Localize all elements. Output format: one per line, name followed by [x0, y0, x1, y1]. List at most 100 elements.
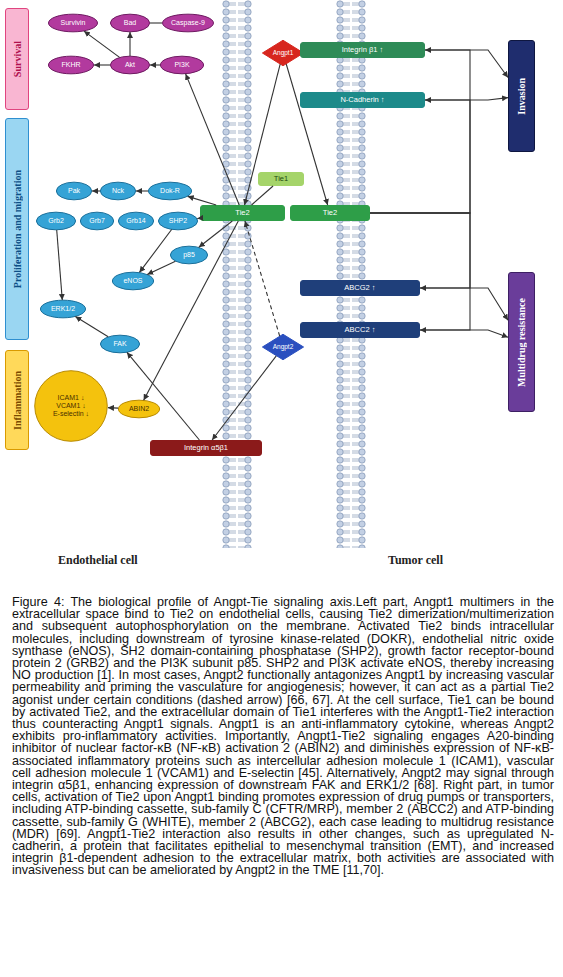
signal-arrow — [188, 196, 216, 205]
molecule-ellipse: ERK1/2 — [40, 300, 86, 318]
node-label: Grb14 — [126, 217, 145, 225]
signal-arrow — [57, 230, 63, 300]
node-label: FAK — [113, 340, 126, 348]
ellipse-shape — [170, 246, 207, 264]
ellipse-shape — [118, 212, 153, 230]
node-label: p85 — [183, 251, 195, 259]
signal-arrow — [370, 213, 470, 288]
cell-label: Endothelial cell — [58, 553, 138, 568]
ellipse-shape — [56, 182, 91, 200]
signal-arrow — [94, 64, 110, 65]
node-label: VCAM1 ↓ — [56, 402, 86, 410]
category-box: Survival — [5, 8, 29, 110]
ellipse-shape — [110, 14, 149, 32]
ellipse-shape — [100, 182, 135, 200]
node-label: Integrin β1 ↑ — [342, 46, 383, 54]
node-label: Tie2 — [235, 209, 249, 217]
ellipse-shape — [158, 212, 197, 230]
node-label: Survival — [12, 41, 23, 77]
ligand-diamond: Angpt1 — [262, 40, 304, 66]
molecule-ellipse: FKHR — [48, 56, 94, 74]
signal-arrow — [84, 31, 120, 57]
signal-arrow — [252, 186, 274, 205]
molecule-ellipse: Grb14 — [118, 212, 154, 230]
node-label: Tie2 — [323, 209, 337, 217]
signal-arrow — [136, 190, 148, 191]
figure-area: SurvivalProliferation and migrationInfla… — [0, 0, 563, 580]
molecule-ellipse: SHP2 — [158, 212, 198, 230]
molecule-ellipse: Grb7 — [80, 212, 114, 230]
ellipse-shape — [163, 14, 214, 32]
node-label: Grb7 — [89, 217, 105, 225]
signal-arrow — [420, 288, 508, 320]
ligand-diamond: Angpt2 — [262, 334, 304, 360]
transporter-bar: ABCC2 ↑ — [300, 322, 420, 338]
node-label: ABCG2 ↑ — [344, 284, 375, 292]
signal-arrow — [139, 230, 171, 273]
node-label: Inflammation — [12, 371, 23, 430]
node-label: Caspase-9 — [171, 19, 205, 27]
signal-arrow — [370, 100, 470, 213]
signal-arrow — [186, 74, 240, 205]
signal-arrow — [425, 50, 508, 77]
node-label: Grb2 — [48, 217, 64, 225]
cell-label: Tumor cell — [388, 553, 443, 568]
node-label: Nck — [112, 187, 124, 195]
molecule-ellipse: ABIN2 — [118, 400, 160, 418]
ellipse-shape — [160, 56, 203, 74]
node-label: PI3K — [174, 61, 189, 69]
ellipse-shape — [48, 56, 93, 74]
receptor-bar: Tie1 — [258, 172, 304, 186]
node-label: Bad — [124, 19, 136, 27]
molecule-ellipse: FAK — [100, 335, 140, 353]
node-label: Integrin α5β1 — [184, 444, 228, 452]
signal-arrow — [150, 64, 160, 65]
node-label: Angpt1 — [273, 49, 294, 56]
molecule-ellipse: Dok-R — [148, 182, 192, 200]
signal-arrow — [127, 352, 199, 440]
integrin-bar: Integrin β1 ↑ — [300, 42, 425, 58]
signal-arrow — [75, 317, 108, 337]
molecule-ellipse: eNOS — [112, 272, 154, 290]
ellipse-shape — [40, 300, 85, 318]
node-label: Angpt2 — [273, 343, 294, 350]
molecule-ellipse: p85 — [170, 246, 208, 264]
signal-arrow — [370, 50, 470, 213]
node-label: Multidrug resistance — [516, 298, 527, 387]
signal-arrow — [425, 98, 508, 100]
figure-caption: Figure 4: The biological profile of Angp… — [12, 596, 554, 877]
ellipse-shape — [110, 56, 149, 74]
node-label: SHP2 — [169, 217, 187, 225]
ellipse-shape — [49, 14, 98, 32]
node-label: E-selectin ↓ — [53, 410, 89, 418]
ellipse-shape — [100, 335, 139, 353]
node-label: ABIN2 — [129, 405, 149, 413]
signal-arrow — [92, 190, 100, 191]
node-label: Invasion — [516, 78, 527, 115]
node-label: Survivin — [61, 19, 86, 27]
diamond-shape — [262, 334, 303, 359]
node-label: Pak — [68, 187, 80, 195]
ellipse-shape — [35, 371, 108, 442]
category-box: Invasion — [508, 40, 535, 152]
molecule-ellipse: PI3K — [160, 56, 204, 74]
receptor-bar: Tie2 — [200, 205, 285, 221]
receptor-bar: Tie2 — [290, 205, 370, 221]
cadherin-bar: N-Cadherin ↑ — [300, 92, 425, 108]
node-label: ERK1/2 — [51, 305, 75, 313]
signal-arrow — [129, 32, 130, 56]
diamond-shape — [262, 40, 303, 65]
ellipse-shape — [80, 212, 113, 230]
signal-arrow — [370, 213, 470, 330]
integrin-bar: Integrin α5β1 — [150, 440, 262, 456]
molecule-ellipse: Akt — [110, 56, 150, 74]
signal-arrow — [245, 221, 280, 336]
molecule-ellipse: Grb2 — [36, 212, 76, 230]
inflammatory-protein-ellipse: ICAM1 ↓VCAM1 ↓E-selectin ↓ — [34, 370, 108, 442]
category-box: Multidrug resistance — [508, 272, 535, 412]
node-label: ABCC2 ↑ — [345, 326, 376, 334]
ellipse-shape — [112, 272, 153, 290]
molecule-ellipse: Bad — [110, 14, 150, 32]
node-label: N-Cadherin ↑ — [340, 96, 384, 104]
ellipse-shape — [118, 400, 159, 418]
